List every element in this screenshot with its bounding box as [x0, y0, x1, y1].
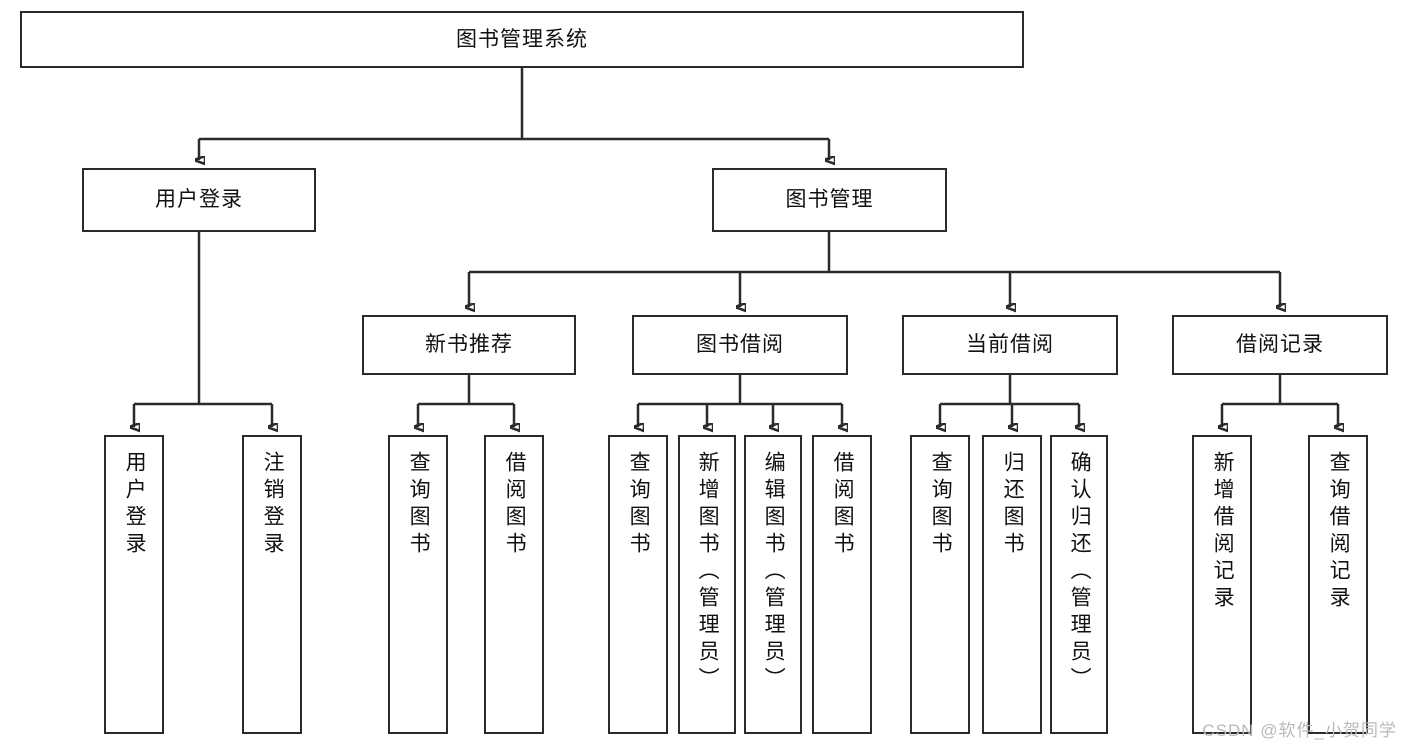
watermark-text: CSDN @软件_小贺同学: [1202, 721, 1397, 740]
leaf-query-borrow-record[interactable]: 查询借阅记录: [1308, 435, 1368, 734]
node-user-login[interactable]: 用户登录: [82, 168, 316, 232]
leaf-logout[interactable]: 注销登录: [242, 435, 302, 734]
leaf-borrow-books-recommend[interactable]: 借阅图书: [484, 435, 544, 734]
leaf-return-books[interactable]: 归还图书: [982, 435, 1042, 734]
leaf-query-books-borrow[interactable]: 查询图书: [608, 435, 668, 734]
node-current-borrow[interactable]: 当前借阅: [902, 315, 1118, 375]
connector-book-mgmt-to-level3: [469, 232, 1280, 307]
node-new-book-recommend[interactable]: 新书推荐: [362, 315, 576, 375]
leaf-borrow-books[interactable]: 借阅图书: [812, 435, 872, 734]
node-root[interactable]: 图书管理系统: [20, 11, 1024, 68]
connector-user-login-to-leaves: [134, 232, 272, 427]
connector-root-to-level2: [199, 68, 829, 160]
leaf-query-books-current[interactable]: 查询图书: [910, 435, 970, 734]
leaf-edit-book-admin[interactable]: 编辑图书（管理员）: [744, 435, 802, 734]
leaf-add-book-admin[interactable]: 新增图书（管理员）: [678, 435, 736, 734]
connector-current-borrow-to-leaves: [940, 375, 1079, 427]
node-book-borrow[interactable]: 图书借阅: [632, 315, 848, 375]
leaf-confirm-return-admin[interactable]: 确认归还（管理员）: [1050, 435, 1108, 734]
node-borrow-record[interactable]: 借阅记录: [1172, 315, 1388, 375]
leaf-query-books-recommend[interactable]: 查询图书: [388, 435, 448, 734]
connector-new-books-to-leaves: [418, 375, 514, 427]
connector-borrow-record-to-leaves: [1222, 375, 1338, 427]
connector-borrow-to-leaves: [638, 375, 842, 427]
node-book-management[interactable]: 图书管理: [712, 168, 947, 232]
leaf-add-borrow-record[interactable]: 新增借阅记录: [1192, 435, 1252, 734]
leaf-user-login[interactable]: 用户登录: [104, 435, 164, 734]
